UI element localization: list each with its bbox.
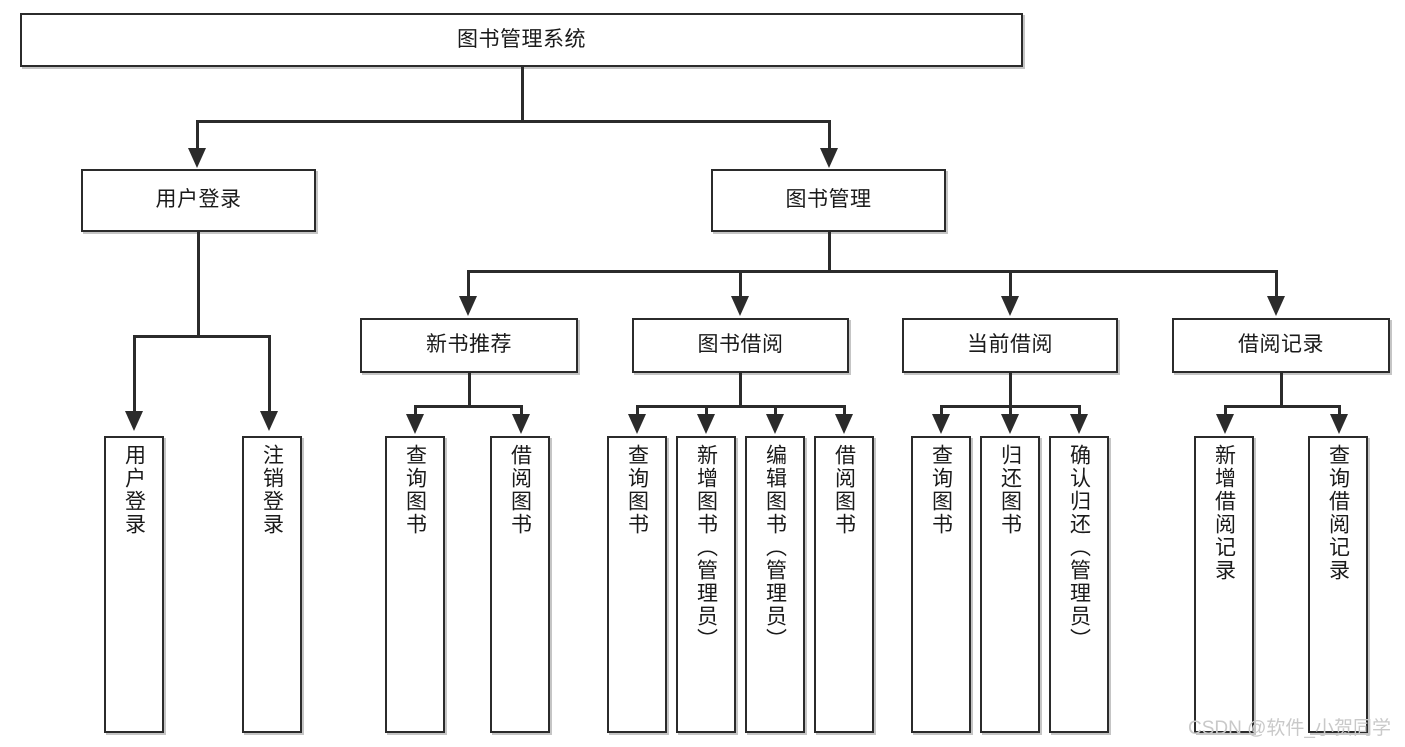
node-user-login-label: 用户登录: [155, 188, 242, 212]
arrowhead-leaf-logout-login: [260, 411, 278, 431]
arrowhead-leaf-user-login: [125, 411, 143, 431]
connector-bb-branch-4: [843, 405, 846, 417]
node-leaf-confirm-return[interactable]: 确认归还（管理员）: [1049, 436, 1109, 733]
connector-bm-branch-1: [467, 270, 470, 298]
node-leaf-query-book-2[interactable]: 查询图书: [607, 436, 667, 733]
node-leaf-add-record-label: 新增借阅记录: [1212, 444, 1236, 582]
node-leaf-confirm-return-label: 确认归还（管理员）: [1067, 444, 1091, 651]
connector-cb-stem: [1009, 373, 1012, 407]
connector-br-branch-1: [1224, 405, 1227, 417]
arrowhead-leaf-query-book-1: [406, 414, 424, 434]
connector-user-login-branch-2: [268, 335, 271, 413]
arrowhead-leaf-query-book-2: [628, 414, 646, 434]
connector-bb-branch-3: [774, 405, 777, 417]
connector-nbr-branch-2: [520, 405, 523, 417]
node-book-manage-label: 图书管理: [785, 188, 872, 212]
node-borrow-record[interactable]: 借阅记录: [1172, 318, 1390, 373]
node-leaf-query-book-1[interactable]: 查询图书: [385, 436, 445, 733]
node-leaf-query-record[interactable]: 查询借阅记录: [1308, 436, 1368, 733]
arrowhead-user-login: [188, 148, 206, 168]
node-user-login[interactable]: 用户登录: [81, 169, 316, 232]
arrowhead-new-book-recommend: [459, 296, 477, 316]
node-leaf-user-login-label: 用户登录: [122, 444, 146, 536]
connector-bb-branch-2: [705, 405, 708, 417]
connector-book-manage-stem: [828, 232, 831, 272]
node-leaf-query-book-1-label: 查询图书: [403, 444, 427, 536]
arrowhead-book-borrow: [731, 296, 749, 316]
node-leaf-query-book-2-label: 查询图书: [625, 444, 649, 536]
node-book-borrow[interactable]: 图书借阅: [632, 318, 849, 373]
connector-nbr-branch-1: [414, 405, 417, 417]
connector-root-stem: [521, 67, 524, 122]
node-leaf-borrow-book-1[interactable]: 借阅图书: [490, 436, 550, 733]
arrowhead-leaf-confirm-return: [1070, 414, 1088, 434]
connector-user-login-branch-1: [133, 335, 136, 413]
connector-bb-branch-1: [636, 405, 639, 417]
connector-bm-branch-3: [1009, 270, 1012, 298]
connector-cb-branch-2: [1009, 405, 1012, 417]
arrowhead-borrow-record: [1267, 296, 1285, 316]
connector-br-bar: [1224, 405, 1341, 408]
connector-br-stem: [1280, 373, 1283, 407]
node-leaf-add-book-label: 新增图书（管理员）: [694, 444, 718, 651]
arrowhead-leaf-query-record: [1330, 414, 1348, 434]
connector-bb-bar: [636, 405, 845, 408]
node-leaf-logout-login-label: 注销登录: [260, 444, 284, 536]
node-leaf-query-book-3-label: 查询图书: [929, 444, 953, 536]
connector-root-to-book-manage: [828, 120, 831, 150]
node-book-borrow-label: 图书借阅: [697, 333, 784, 357]
node-leaf-edit-book-label: 编辑图书（管理员）: [763, 444, 787, 651]
connector-nbr-bar: [414, 405, 523, 408]
connector-bb-stem: [739, 373, 742, 407]
connector-book-manage-bar: [467, 270, 1278, 273]
node-leaf-return-book[interactable]: 归还图书: [980, 436, 1040, 733]
node-leaf-borrow-book-2[interactable]: 借阅图书: [814, 436, 874, 733]
connector-user-login-bar: [133, 335, 270, 338]
node-book-manage[interactable]: 图书管理: [711, 169, 946, 232]
node-leaf-edit-book[interactable]: 编辑图书（管理员）: [745, 436, 805, 733]
connector-root-bar: [196, 120, 831, 123]
arrowhead-current-borrow: [1001, 296, 1019, 316]
connector-user-login-stem: [197, 232, 200, 337]
connector-bm-branch-4: [1275, 270, 1278, 298]
connector-cb-branch-3: [1078, 405, 1081, 417]
arrowhead-leaf-borrow-book-2: [835, 414, 853, 434]
node-leaf-query-book-3[interactable]: 查询图书: [911, 436, 971, 733]
arrowhead-leaf-add-record: [1216, 414, 1234, 434]
arrowhead-leaf-return-book: [1001, 414, 1019, 434]
connector-cb-branch-1: [940, 405, 943, 417]
connector-bm-branch-2: [739, 270, 742, 298]
arrowhead-leaf-add-book: [697, 414, 715, 434]
node-current-borrow-label: 当前借阅: [967, 333, 1053, 357]
arrowhead-leaf-query-book-3: [932, 414, 950, 434]
node-new-book-recommend[interactable]: 新书推荐: [360, 318, 578, 373]
arrowhead-leaf-edit-book: [766, 414, 784, 434]
arrowhead-book-manage: [820, 148, 838, 168]
node-leaf-add-record[interactable]: 新增借阅记录: [1194, 436, 1254, 733]
node-root-label: 图书管理系统: [457, 27, 586, 51]
node-leaf-add-book[interactable]: 新增图书（管理员）: [676, 436, 736, 733]
node-leaf-borrow-book-2-label: 借阅图书: [832, 444, 856, 536]
node-leaf-borrow-book-1-label: 借阅图书: [508, 444, 532, 536]
node-leaf-return-book-label: 归还图书: [998, 444, 1022, 536]
node-leaf-user-login[interactable]: 用户登录: [104, 436, 164, 733]
node-root[interactable]: 图书管理系统: [20, 13, 1023, 67]
node-current-borrow[interactable]: 当前借阅: [902, 318, 1118, 373]
node-new-book-recommend-label: 新书推荐: [426, 333, 512, 357]
arrowhead-leaf-borrow-book-1: [512, 414, 530, 434]
node-leaf-logout-login[interactable]: 注销登录: [242, 436, 302, 733]
node-borrow-record-label: 借阅记录: [1238, 333, 1324, 357]
connector-nbr-stem: [468, 373, 471, 407]
connector-br-branch-2: [1338, 405, 1341, 417]
node-leaf-query-record-label: 查询借阅记录: [1326, 444, 1350, 582]
connector-root-to-user-login: [196, 120, 199, 150]
